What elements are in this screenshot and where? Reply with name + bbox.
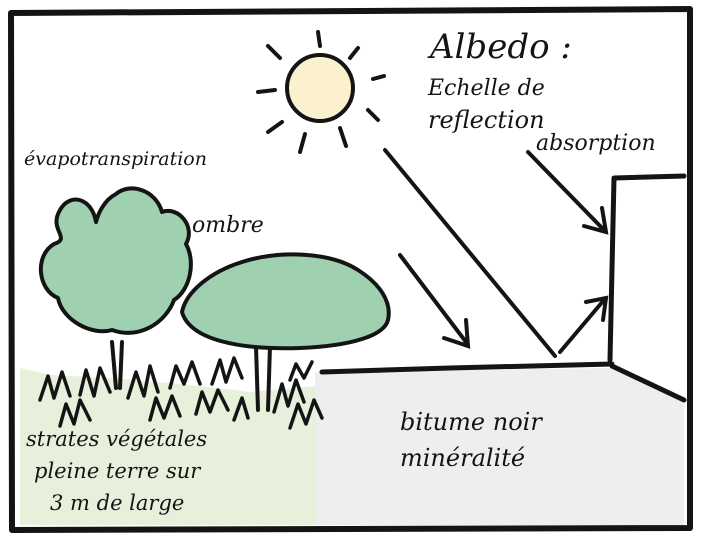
ombre-label: ombre xyxy=(192,213,264,238)
albedo-scale-line2: reflection xyxy=(428,106,545,134)
albedo-scale-line1: Echelle de xyxy=(427,76,545,101)
absorption-label: absorption xyxy=(536,131,656,156)
sun-icon xyxy=(256,30,386,154)
vegetation-label-line2: pleine terre sur xyxy=(34,459,202,483)
absorption-arrow xyxy=(526,150,609,235)
asphalt-label-line1: bitume noir xyxy=(400,408,543,436)
frame-border xyxy=(8,6,693,533)
vegetation-ground-zone xyxy=(20,368,315,525)
asphalt-ground-zone xyxy=(315,368,684,525)
ray-to-ground-arrow xyxy=(398,253,471,349)
vegetation-label-line3: 3 m de large xyxy=(50,491,184,515)
evapotranspiration-label: évapotranspiration xyxy=(24,148,207,170)
albedo-title: Albedo : xyxy=(427,27,572,67)
incident-ray-line xyxy=(383,148,557,358)
asphalt-label-line2: minéralité xyxy=(400,444,525,472)
ground-line xyxy=(319,361,615,375)
umbrella-tree-icon xyxy=(180,252,391,412)
bushy-tree-icon xyxy=(38,186,193,390)
reflected-ray-arrow xyxy=(558,295,609,354)
vegetation-label-line1: strates végétales xyxy=(26,427,207,451)
grass-tufts xyxy=(38,356,324,430)
building-outline xyxy=(607,173,687,403)
